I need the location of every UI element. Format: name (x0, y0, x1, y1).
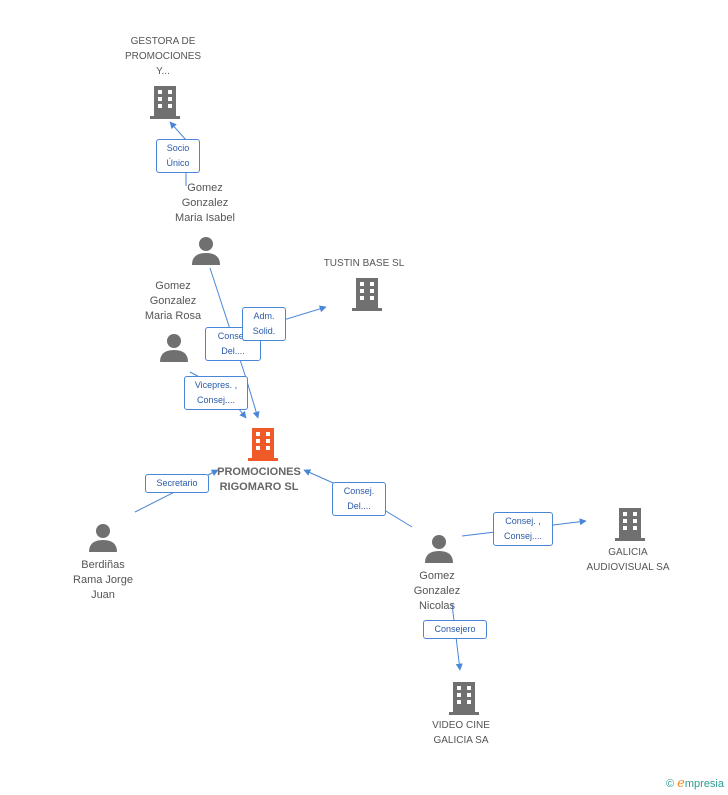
node-label-maria-rosa[interactable]: Gomez Gonzalez Maria Rosa (144, 280, 202, 322)
brand-logo: © empresia (666, 776, 724, 791)
node-label-gestora[interactable]: GESTORA DE PROMOCIONES Y... (124, 36, 202, 77)
person-icon-maria-isabel (192, 237, 220, 265)
node-label-galicia-audiovisual[interactable]: GALICIA AUDIOVISUAL SA (586, 547, 670, 573)
building-icon-promociones (248, 428, 278, 461)
brand-text: mpresia (684, 778, 724, 790)
brand-initial: e (677, 776, 685, 791)
edge-label-adm-solid[interactable]: Adm. Solid. (242, 307, 286, 341)
node-label-maria-isabel[interactable]: Gomez Gonzalez Maria Isabel (175, 182, 235, 224)
edge-label-consej-del[interactable]: Consej. Del.... (332, 482, 386, 516)
edge-label-consej-consej[interactable]: Consej. , Consej.... (493, 512, 553, 546)
node-label-berdinas[interactable]: Berdiñas Rama Jorge Juan (73, 559, 133, 601)
building-icon-gestora (150, 86, 180, 119)
person-icon-berdinas (89, 524, 117, 552)
copyright-icon: © (666, 778, 675, 790)
node-label-video-cine[interactable]: VIDEO CINE GALICIA SA (432, 720, 490, 746)
edge-label-socio-unico[interactable]: Socio Único (156, 139, 200, 173)
node-label-nicolas[interactable]: Gomez Gonzalez Nicolas (413, 570, 461, 612)
building-icon-video-cine (449, 682, 479, 715)
person-icon-maria-rosa (160, 334, 188, 362)
edge-label-vicepres[interactable]: Vicepres. , Consej.... (184, 376, 248, 410)
edge-label-secretario[interactable]: Secretario (145, 474, 209, 493)
edge-label-consejero[interactable]: Consejero (423, 620, 487, 639)
building-icon-galicia-audiovisual (615, 508, 645, 541)
node-label-tustin[interactable]: TUSTIN BASE SL (323, 258, 405, 269)
building-icon-tustin (352, 278, 382, 311)
node-label-promociones[interactable]: PROMOCIONES RIGOMARO SL (217, 466, 301, 493)
person-icon-nicolas (425, 535, 453, 563)
